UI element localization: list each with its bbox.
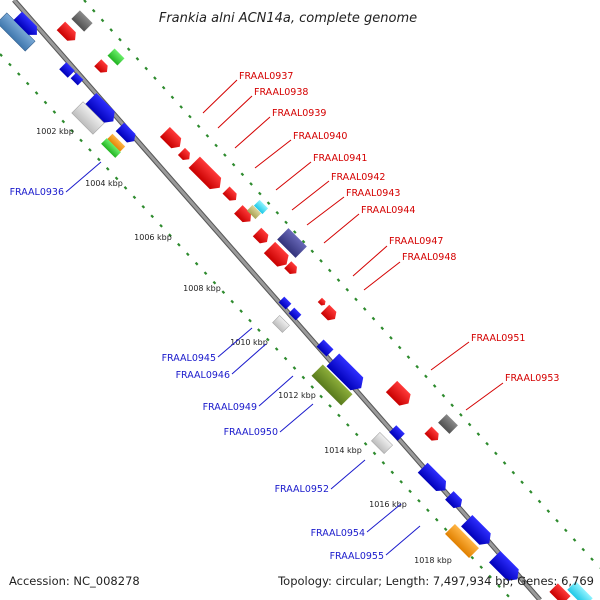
- gene-label-reverse[interactable]: FRAAL0955: [330, 551, 384, 562]
- feature-green-block[interactable]: [107, 48, 125, 66]
- tick-label: 1008 kbp: [183, 284, 221, 293]
- gene-label-forward[interactable]: FRAAL0951: [471, 333, 525, 344]
- feature-red-arrow[interactable]: [385, 380, 414, 409]
- gene-label-reverse[interactable]: FRAAL0949: [203, 402, 257, 413]
- gene-label-forward[interactable]: FRAAL0937: [239, 71, 293, 82]
- feature-red-arrow[interactable]: [56, 21, 80, 45]
- accession-text: Accession: NC_008278: [9, 574, 140, 588]
- gene-label-forward[interactable]: FRAAL0947: [389, 236, 443, 247]
- feature-grey-block[interactable]: [71, 101, 105, 135]
- feature-slate-block[interactable]: [277, 228, 307, 258]
- feature-green-block[interactable]: [101, 138, 121, 158]
- gene-label-reverse[interactable]: FRAAL0950: [224, 427, 278, 438]
- tick-labels: 1002 kbp 1004 kbp 1006 kbp 1008 kbp 1010…: [36, 127, 452, 565]
- feature-red-arrow[interactable]: [177, 147, 193, 163]
- feature-blue-arrow[interactable]: [316, 339, 334, 357]
- feature-blue-arrow[interactable]: [115, 122, 139, 146]
- gene-label-reverse[interactable]: FRAAL0954: [311, 528, 365, 539]
- feature-cyan-block[interactable]: [253, 199, 269, 215]
- feature-khaki-block[interactable]: [246, 204, 262, 220]
- feature-blue-arrow[interactable]: [489, 551, 523, 585]
- gene-label-reverse[interactable]: FRAAL0945: [162, 353, 216, 364]
- feature-red-arrow[interactable]: [317, 297, 327, 307]
- gene-label-reverse[interactable]: FRAAL0936: [10, 187, 64, 198]
- feature-track: [0, 10, 593, 600]
- gene-label-forward[interactable]: FRAAL0938: [254, 87, 308, 98]
- feature-red-arrow[interactable]: [252, 227, 271, 246]
- reverse-gene-label-texts: FRAAL0936 FRAAL0945 FRAAL0946 FRAAL0949 …: [10, 187, 384, 562]
- feature-red-arrow[interactable]: [424, 426, 442, 444]
- feature-blue-arrow[interactable]: [288, 307, 302, 321]
- feature-red-arrow[interactable]: [94, 59, 110, 75]
- topology-text: Topology: circular; Length: 7,497,934 bp…: [277, 574, 594, 588]
- gene-label-forward[interactable]: FRAAL0953: [505, 373, 559, 384]
- forward-gene-label-texts: FRAAL0937 FRAAL0938 FRAAL0939 FRAAL0940 …: [239, 71, 559, 384]
- feature-dark-block[interactable]: [438, 414, 458, 434]
- feature-blue-arrow[interactable]: [59, 62, 75, 78]
- feature-blue-arrow[interactable]: [70, 72, 84, 86]
- gene-label-reverse[interactable]: FRAAL0946: [176, 370, 230, 381]
- gene-label-forward[interactable]: FRAAL0939: [272, 108, 326, 119]
- feature-red-arrow[interactable]: [549, 583, 571, 600]
- gene-label-forward[interactable]: FRAAL0942: [331, 172, 385, 183]
- feature-blue-arrow[interactable]: [13, 11, 42, 40]
- outer-guide-line: [83, 0, 600, 569]
- feature-red-arrow[interactable]: [284, 261, 300, 277]
- map-title: Frankia alni ACN14a, complete genome: [159, 11, 417, 26]
- gene-label-forward[interactable]: FRAAL0941: [313, 153, 367, 164]
- tick-label: 1010 kbp: [230, 338, 268, 347]
- feature-blue-arrow[interactable]: [278, 296, 292, 310]
- feature-blue-arrow[interactable]: [417, 462, 451, 496]
- feature-blue-arrow[interactable]: [461, 515, 495, 549]
- feature-orange-block[interactable]: [106, 133, 126, 153]
- forward-gene-labels: [202, 79, 504, 411]
- tick-label: 1012 kbp: [278, 391, 316, 400]
- feature-grey-block[interactable]: [371, 432, 393, 454]
- feature-red-arrow[interactable]: [320, 304, 339, 323]
- feature-orange-block[interactable]: [445, 524, 479, 558]
- gene-label-forward[interactable]: FRAAL0948: [402, 252, 456, 263]
- tick-label: 1014 kbp: [324, 446, 362, 455]
- feature-blue-arrow[interactable]: [389, 425, 405, 441]
- feature-olive-block[interactable]: [311, 364, 353, 406]
- tick-label: 1002 kbp: [36, 127, 74, 136]
- tick-label: 1018 kbp: [414, 556, 452, 565]
- reverse-gene-labels: [65, 161, 421, 556]
- gene-label-forward[interactable]: FRAAL0940: [293, 131, 347, 142]
- gene-label-forward[interactable]: FRAAL0944: [361, 205, 415, 216]
- feature-blue-arrow[interactable]: [326, 353, 367, 394]
- gene-label-forward[interactable]: FRAAL0943: [346, 188, 400, 199]
- feature-red-arrow[interactable]: [263, 241, 292, 270]
- feature-red-arrow[interactable]: [188, 156, 226, 194]
- tick-label: 1006 kbp: [134, 233, 172, 242]
- feature-red-arrow[interactable]: [159, 126, 185, 152]
- tick-label: 1016 kbp: [369, 500, 407, 509]
- feature-grey-block[interactable]: [272, 315, 290, 333]
- feature-blue-arrow[interactable]: [85, 93, 119, 127]
- inner-guide-line: [0, 53, 513, 600]
- tick-label: 1004 kbp: [85, 179, 123, 188]
- gene-label-reverse[interactable]: FRAAL0952: [275, 484, 329, 495]
- feature-cyan-block[interactable]: [567, 581, 593, 600]
- feature-red-arrow[interactable]: [222, 186, 240, 204]
- feature-dark-block[interactable]: [71, 10, 93, 32]
